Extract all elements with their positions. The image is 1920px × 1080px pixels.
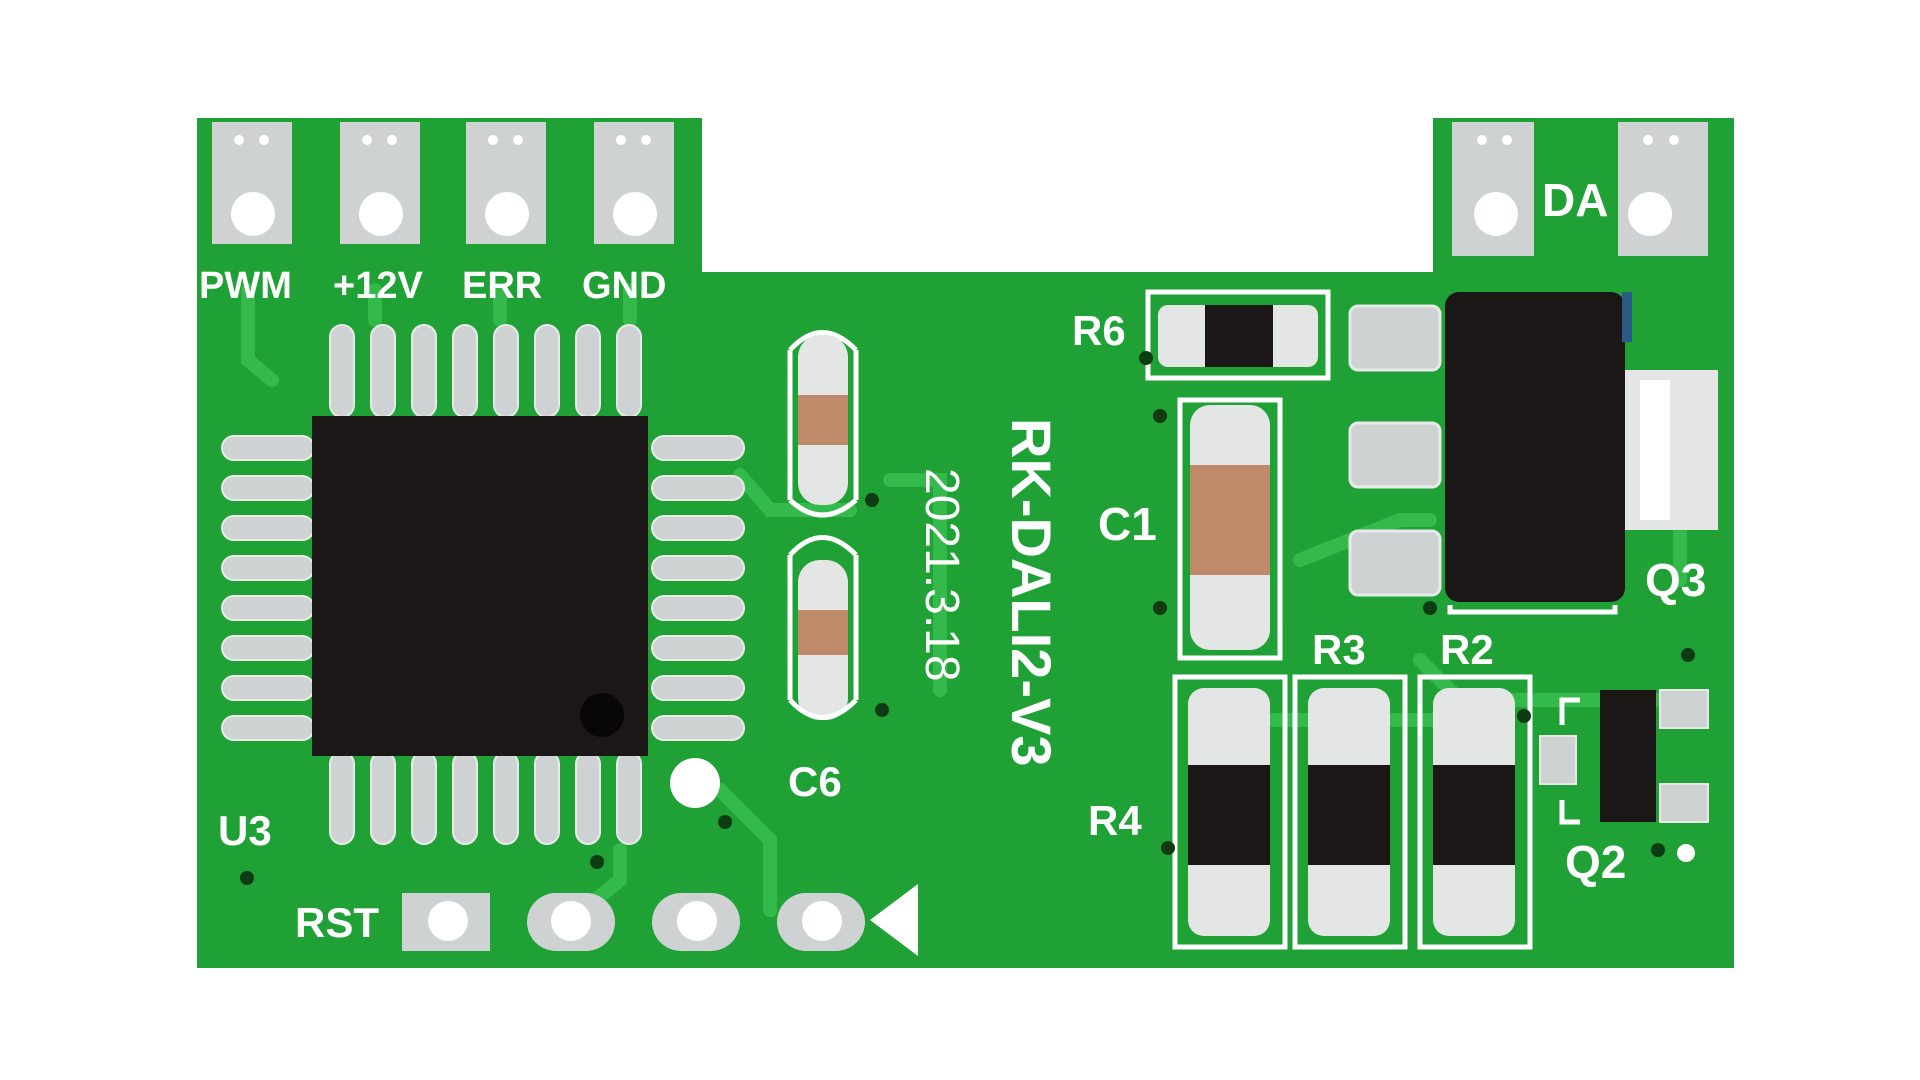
dali-pad-left[interactable] bbox=[1452, 122, 1534, 256]
program-pad-3[interactable] bbox=[652, 893, 740, 951]
label-pwm: PWM bbox=[199, 265, 292, 307]
u3-fiducial bbox=[670, 758, 720, 808]
label-12v: +12V bbox=[333, 265, 423, 307]
pin-pad-err[interactable] bbox=[466, 122, 546, 244]
label-dali: DA bbox=[1542, 174, 1608, 226]
label-r6: R6 bbox=[1072, 307, 1126, 354]
header-pads-top bbox=[212, 122, 674, 244]
transistor-q2[interactable] bbox=[1539, 689, 1709, 825]
board-name: RK-DALI2-V3 bbox=[1000, 418, 1063, 766]
transistor-q3[interactable] bbox=[1348, 292, 1718, 615]
label-r4: R4 bbox=[1088, 797, 1142, 844]
pin-pad-12v[interactable] bbox=[340, 122, 420, 244]
label-err: ERR bbox=[462, 265, 542, 307]
resistor-r2[interactable] bbox=[1417, 674, 1533, 950]
label-rst: RST bbox=[295, 899, 379, 946]
label-r3: R3 bbox=[1312, 626, 1366, 673]
dali-pad-right[interactable] bbox=[1618, 122, 1708, 256]
label-u3: U3 bbox=[218, 807, 272, 854]
pin1-arrow-icon bbox=[870, 884, 918, 956]
label-gnd: GND bbox=[582, 265, 666, 307]
u3-leads-right bbox=[651, 435, 745, 741]
rst-pad[interactable] bbox=[402, 893, 490, 951]
board-date: 2021.3.18 bbox=[915, 468, 968, 682]
label-q2: Q2 bbox=[1565, 836, 1626, 888]
pin-pad-gnd[interactable] bbox=[594, 122, 674, 244]
label-c1: C1 bbox=[1098, 498, 1157, 550]
program-pad-4[interactable] bbox=[777, 893, 865, 951]
q2-pin-dot bbox=[1677, 844, 1695, 862]
vias bbox=[240, 351, 1695, 885]
label-r2: R2 bbox=[1440, 626, 1494, 673]
resistor-r3[interactable] bbox=[1292, 674, 1408, 950]
u3-leads-left bbox=[221, 435, 315, 741]
resistor-r6[interactable] bbox=[1145, 289, 1331, 381]
u3-pin1-marker bbox=[580, 693, 624, 737]
cap-c1[interactable] bbox=[1177, 397, 1283, 661]
u3-chip[interactable] bbox=[221, 324, 745, 845]
program-pads bbox=[402, 884, 918, 956]
resistor-r4[interactable] bbox=[1172, 674, 1288, 950]
dali-pads bbox=[1452, 122, 1708, 256]
label-q3: Q3 bbox=[1645, 554, 1706, 606]
u3-leads-top bbox=[329, 324, 642, 418]
label-c6: C6 bbox=[788, 758, 842, 805]
program-pad-2[interactable] bbox=[527, 893, 615, 951]
cap-c6[interactable] bbox=[787, 330, 859, 721]
pin-pad-pwm[interactable] bbox=[212, 122, 292, 244]
